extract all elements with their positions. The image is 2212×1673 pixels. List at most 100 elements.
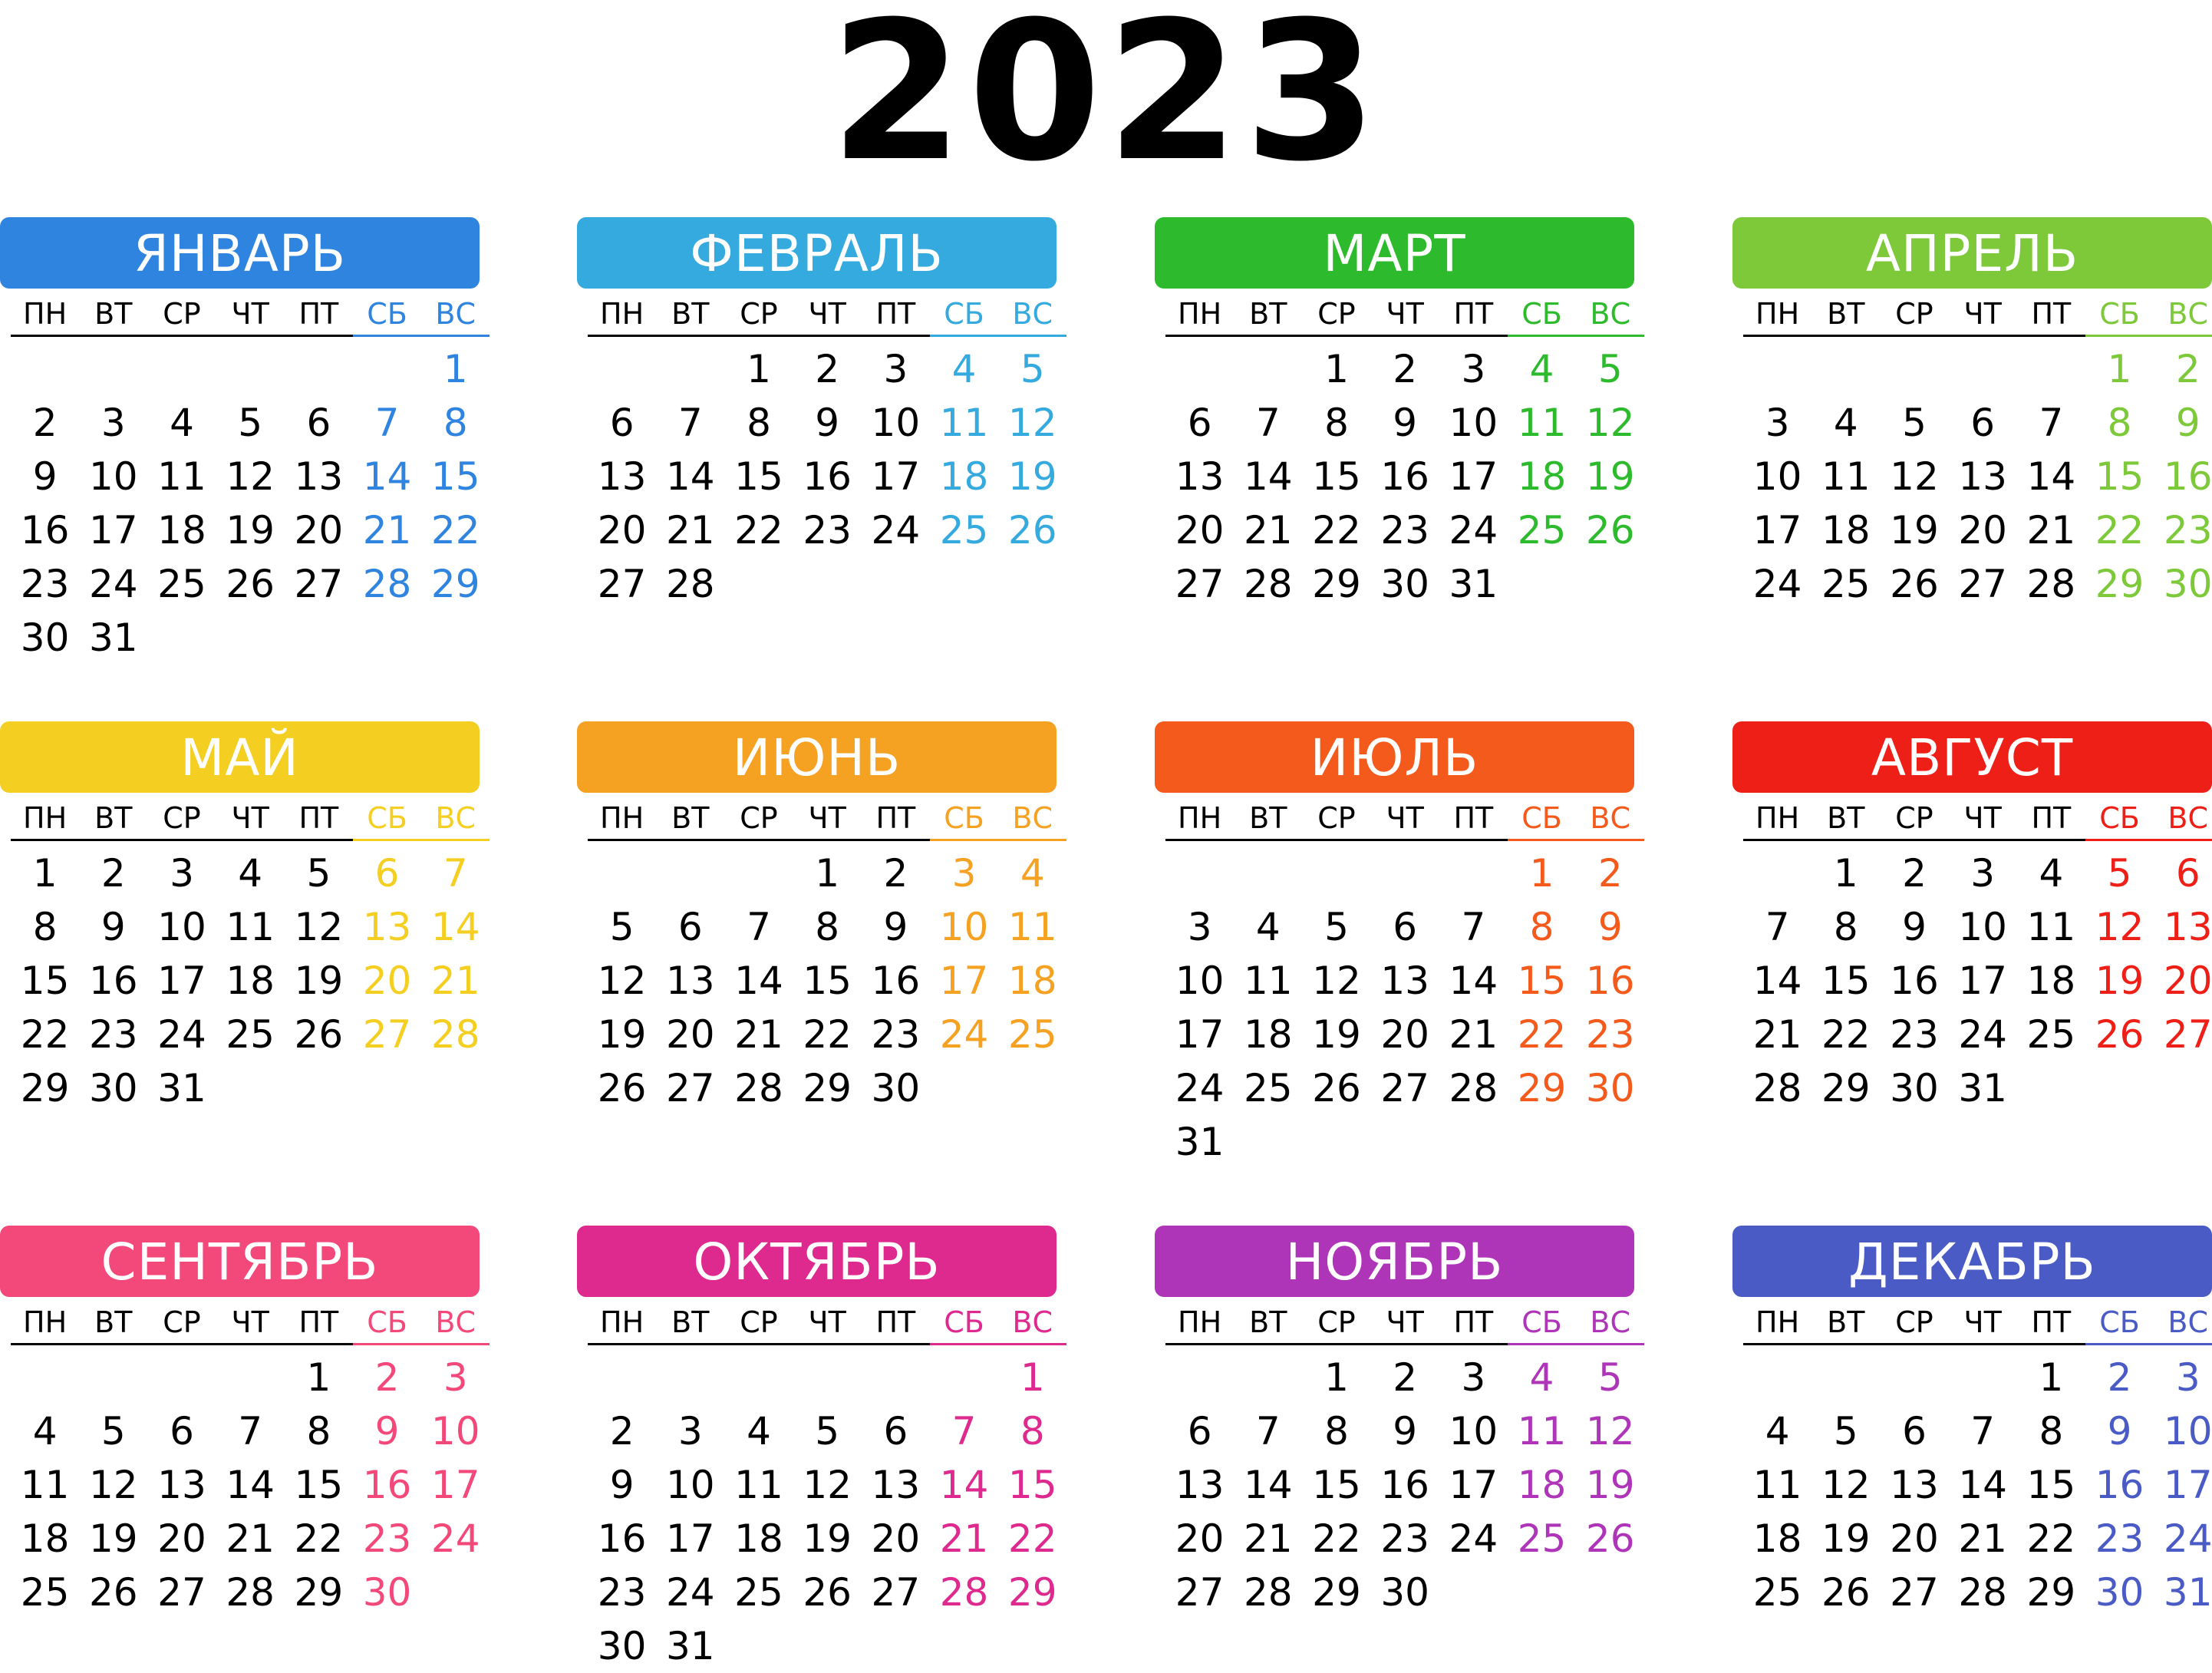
empty-cell: [1439, 846, 1508, 900]
day-cell: 3: [951, 851, 977, 896]
day-cell: 31: [2163, 1570, 2212, 1615]
day-cell: 31: [1175, 1120, 1225, 1164]
day-cell: 21: [1958, 1516, 2007, 1561]
weekday-label: ПТ: [2016, 797, 2085, 841]
day-cell: 5: [1020, 347, 1045, 391]
day-cell: 4: [951, 347, 977, 391]
day-cell: 28: [1449, 1066, 1498, 1110]
day-cell: 21: [1752, 1012, 1802, 1057]
weekday-label: ПН: [588, 797, 657, 841]
day-cell: 21: [1449, 1012, 1498, 1057]
weekday-label: СР: [147, 293, 216, 337]
day-cell: 11: [1752, 1463, 1802, 1507]
weekday-label: СР: [1302, 797, 1371, 841]
empty-cell: [1165, 342, 1234, 396]
day-cell: 19: [88, 1516, 138, 1561]
day-cell: 6: [677, 905, 703, 949]
day-cell: 31: [157, 1066, 206, 1110]
day-cell: 12: [1585, 401, 1635, 445]
day-cell: 22: [294, 1516, 344, 1561]
day-cell: 2: [101, 851, 126, 896]
empty-cell: [11, 342, 79, 396]
day-cell: 20: [1175, 508, 1225, 553]
weekday-label: ПТ: [2016, 1302, 2085, 1345]
month-name: ИЮНЬ: [577, 721, 1057, 793]
day-cell: 20: [1175, 1516, 1225, 1561]
day-cell: 1: [32, 851, 58, 896]
day-cell: 9: [883, 905, 908, 949]
day-cell: 13: [1380, 959, 1429, 1003]
day-cell: 12: [803, 1463, 852, 1507]
day-cell: 7: [1970, 1409, 1996, 1454]
empty-cell: [11, 1351, 79, 1404]
empty-cell: [724, 1351, 793, 1404]
day-cell: 4: [2039, 851, 2064, 896]
day-cell: 19: [226, 508, 275, 553]
day-cell: 27: [1958, 562, 2007, 606]
weekday-label: ЧТ: [793, 293, 862, 337]
day-cell: 20: [871, 1516, 921, 1561]
day-cell: 4: [1529, 347, 1554, 391]
day-cell: 26: [226, 562, 275, 606]
day-cell: 6: [1902, 1409, 1927, 1454]
day-cell: 10: [939, 905, 989, 949]
day-cell: 1: [306, 1355, 331, 1400]
day-cell: 29: [1517, 1066, 1567, 1110]
day-cell: 3: [677, 1409, 703, 1454]
day-cell: 21: [226, 1516, 275, 1561]
day-cell: 18: [2026, 959, 2076, 1003]
day-cell: 24: [871, 508, 921, 553]
day-cell: 14: [939, 1463, 989, 1507]
day-cell: 15: [1312, 1463, 1361, 1507]
empty-cell: [1302, 846, 1370, 900]
day-cell: 19: [1585, 454, 1635, 499]
day-cell: 7: [1255, 1409, 1281, 1454]
day-cell: 11: [1007, 905, 1057, 949]
day-cell: 29: [1312, 562, 1361, 606]
day-cell: 19: [1585, 1463, 1635, 1507]
weekday-label: ПТ: [284, 797, 353, 841]
day-cell: 28: [430, 1012, 480, 1057]
day-cell: 21: [2026, 508, 2076, 553]
month-name: ОКТЯБРЬ: [577, 1226, 1057, 1297]
day-cell: 13: [1175, 454, 1225, 499]
empty-cell: [1234, 846, 1302, 900]
weekday-label: ЧТ: [1370, 1302, 1439, 1345]
day-cell: 16: [871, 959, 921, 1003]
day-cell: 17: [939, 959, 989, 1003]
day-cell: 9: [101, 905, 126, 949]
day-cell: 28: [2026, 562, 2076, 606]
day-cell: 21: [939, 1516, 989, 1561]
day-cell: 13: [362, 905, 412, 949]
day-cell: 9: [32, 454, 58, 499]
empty-cell: [1165, 1351, 1234, 1404]
empty-cell: [1371, 846, 1439, 900]
weekday-label: ПТ: [284, 293, 353, 337]
weekday-label: ВС: [998, 1302, 1067, 1345]
day-cell: 2: [1597, 851, 1623, 896]
day-cell: 14: [226, 1463, 275, 1507]
empty-cell: [147, 1351, 216, 1404]
day-cell: 18: [1243, 1012, 1293, 1057]
day-cell: 22: [2095, 508, 2144, 553]
empty-cell: [930, 1351, 998, 1404]
weekday-label: ВС: [421, 797, 490, 841]
day-cell: 29: [430, 562, 480, 606]
day-cell: 2: [2175, 347, 2200, 391]
day-cell: 27: [871, 1570, 921, 1615]
day-cell: 18: [734, 1516, 783, 1561]
day-cell: 11: [1517, 401, 1567, 445]
empty-cell: [1811, 1351, 1880, 1404]
day-cell: 17: [1449, 454, 1498, 499]
day-cell: 6: [1187, 1409, 1212, 1454]
weekday-label: СР: [1880, 293, 1949, 337]
day-cell: 10: [157, 905, 206, 949]
day-cell: 15: [430, 454, 480, 499]
day-cell: 28: [1958, 1570, 2007, 1615]
month-name: АВГУСТ: [1732, 721, 2212, 793]
day-cell: 19: [1312, 1012, 1361, 1057]
day-cell: 24: [939, 1012, 989, 1057]
